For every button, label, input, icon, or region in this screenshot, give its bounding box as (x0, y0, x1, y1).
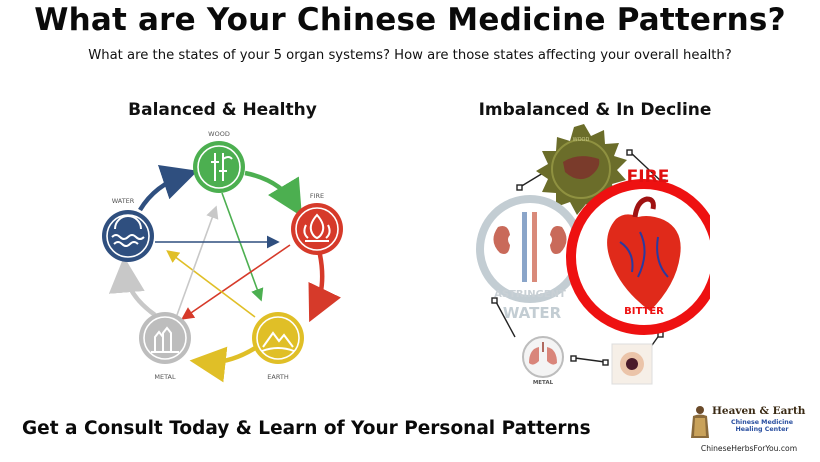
svg-text:WOOD: WOOD (573, 137, 590, 143)
balanced-five-element-diagram: WOOD FIRE EARTH METAL (102, 130, 343, 383)
metal-node (139, 312, 191, 364)
metal-label: METAL (154, 373, 176, 381)
metal-controls-wood-line (176, 205, 219, 316)
water-label-right: WATER (503, 304, 562, 322)
chain-connectors (491, 149, 666, 366)
call-to-action: Get a Consult Today & Learn of Your Pers… (22, 418, 591, 439)
logo[interactable]: Heaven & Earth Chinese Medicine Healing … (688, 402, 810, 458)
wood-to-fire-arrow (244, 170, 302, 217)
logo-subtitle: Chinese Medicine Healing Center (730, 419, 794, 433)
fire-controls-metal-line (181, 244, 291, 320)
practitioner-figure-icon (691, 406, 709, 438)
earth-node-right (611, 343, 653, 385)
logo-url[interactable]: ChineseHerbsForYou.com (700, 444, 798, 453)
metal-label-right: METAL (533, 380, 554, 386)
wave-icon (111, 215, 145, 247)
metal-to-water-arrow (108, 256, 157, 317)
page-subtitle: What are the states of your 5 organ syst… (88, 48, 732, 63)
water-label: WATER (112, 197, 135, 205)
water-node (102, 210, 154, 262)
astringent-label: ASTRINGENT (494, 289, 566, 300)
flame-icon (303, 213, 331, 242)
lungs-icon (529, 342, 557, 365)
earth-controls-water-line (166, 250, 256, 318)
water-to-wood-arrow (138, 165, 198, 212)
bitter-label: BITTER (624, 306, 664, 317)
kidneys-icon (493, 212, 567, 282)
crystal-icon (151, 326, 179, 353)
water-ring: ASTRINGENT WATER (476, 195, 584, 322)
fire-label: FIRE (310, 192, 324, 200)
fire-to-earth-arrow (308, 249, 341, 323)
heart-icon (607, 196, 681, 311)
earth-label: EARTH (267, 373, 289, 381)
wood-node (193, 141, 245, 193)
logo-title: Heaven & Earth (712, 405, 806, 417)
fire-label-right: FIRE (627, 167, 670, 187)
imbalanced-five-element-diagram: WOOD ASTRINGENT WATER FIRE BITTER M (476, 124, 710, 386)
fire-node (291, 203, 343, 255)
metal-node-right: METAL (522, 336, 564, 386)
mountain-icon (261, 331, 295, 352)
balanced-heading: Balanced & Healthy (128, 100, 317, 120)
page-title: What are Your Chinese Medicine Patterns? (34, 2, 786, 38)
earth-to-metal-arrow (189, 343, 262, 383)
fire-ring: FIRE BITTER (566, 167, 710, 335)
earth-node (252, 312, 304, 364)
imbalanced-heading: Imbalanced & In Decline (478, 100, 712, 120)
wood-label: WOOD (208, 130, 230, 138)
wood-controls-earth-line (221, 192, 264, 302)
bamboo-icon (211, 153, 233, 181)
liver-icon (563, 156, 600, 180)
